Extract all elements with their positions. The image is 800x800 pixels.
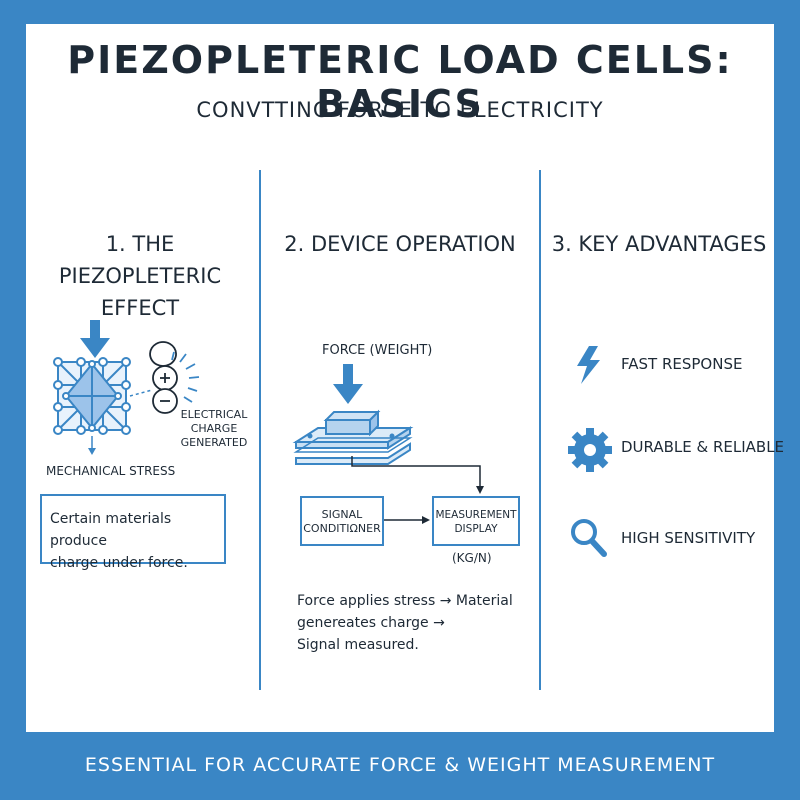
stress-arrow-icon (88, 436, 96, 455)
signal-wire (351, 456, 484, 524)
effect-description-box: Certain materials produce charge under f… (40, 494, 226, 571)
display-unit-label: (KG/N) (452, 551, 492, 565)
footer-banner: ESSENTIAL FOR ACCURATE FORCE & WEIGHT ME… (84, 754, 716, 776)
charge-label: ELECTRICAL CHARGE GENERATED (180, 408, 248, 449)
magnifier-icon (571, 519, 607, 557)
radiating-rays-icon (171, 351, 200, 403)
advantage-high-sensitivity: HIGH SENSITIVITY (621, 529, 756, 547)
signal-conditioner-box: SIGNAL CONDITIΩNER (300, 496, 384, 546)
operation-description: Force applies stress → Material genereat… (297, 593, 513, 653)
stress-label: MECHANICAL STRESS (46, 464, 176, 478)
advantage-durable-reliable: DURABLE & RELIABLE (621, 438, 785, 456)
weight-arrow-icon (333, 364, 363, 404)
page-title: PIEZOPLETERIC LOAD CELLS: BASICS (67, 38, 733, 126)
page-subtitle: CONVTTING FORCE TO ELECTRICITY (196, 98, 604, 122)
measurement-display-box: MEASUREMENT DISPLAY (432, 496, 520, 546)
lightning-icon (577, 346, 600, 384)
column-divider-right (539, 170, 541, 690)
advantage-fast-response: FAST RESPONSE (621, 355, 743, 373)
crystal-lattice-icon (57, 361, 127, 431)
gear-icon (568, 428, 612, 472)
charge-icon (149, 341, 178, 414)
column2-heading: 2. DEVICE OPERATION (284, 232, 516, 256)
column-divider-left (259, 170, 261, 690)
load-cell-icon (292, 409, 414, 465)
force-label: FORCE (WEIGHT) (322, 343, 433, 358)
column1-heading: 1. THE PIEZOPLETERIC EFFECT (30, 228, 250, 324)
column1-heading-line1: 1. THE PIEZOPLETERIC (58, 232, 222, 288)
lattice-nodes (53, 357, 131, 435)
column1-heading-line2: EFFECT (100, 296, 180, 320)
force-arrow-icon (80, 320, 110, 358)
content-panel (26, 24, 774, 732)
column3-heading: 3. KEY ADVANTAGES (551, 232, 767, 256)
connector-line (129, 389, 153, 397)
